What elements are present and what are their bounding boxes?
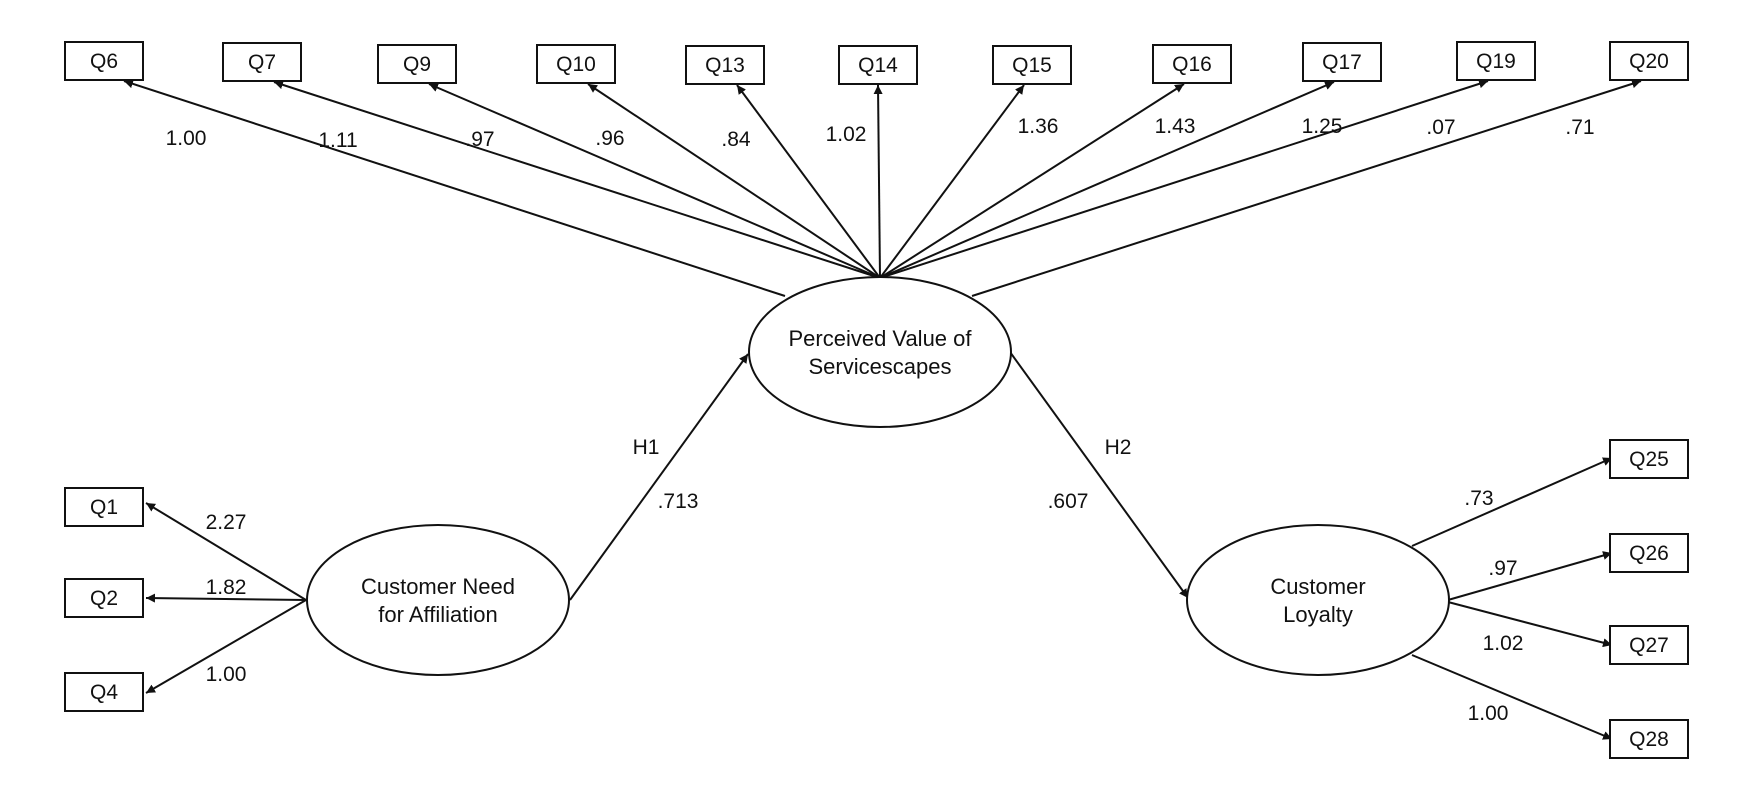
loading-q26: .97 <box>1488 557 1517 580</box>
loading-q19: .07 <box>1426 116 1455 139</box>
indicator-q26: Q26 <box>1609 533 1689 573</box>
latent-perceived-value-of-servicescapes: Perceived Value of Servicescapes <box>748 276 1012 428</box>
indicator-q16-label: Q16 <box>1172 53 1212 76</box>
indicator-q26-label: Q26 <box>1629 542 1669 565</box>
loading-q4: 1.00 <box>206 663 247 686</box>
loading-q28: 1.00 <box>1468 702 1509 725</box>
indicator-q6-label: Q6 <box>90 50 118 73</box>
latent-perceived-value-of-servicescapes-label-line-2: Servicescapes <box>808 354 951 379</box>
indicator-q27: Q27 <box>1609 625 1689 665</box>
loading-q7: 1.11 <box>318 129 357 152</box>
latent-customer-need-for-affiliation-label-line-1: Customer Need <box>361 574 515 599</box>
arrow-cl-q28 <box>1411 654 1613 740</box>
arrow-cna-q1 <box>145 502 307 601</box>
latent-customer-need-for-affiliation: Customer Need for Affiliation <box>306 524 570 676</box>
indicator-q2-label: Q2 <box>90 587 118 610</box>
arrow-cl-q25 <box>1411 457 1613 547</box>
indicator-q14: Q14 <box>838 45 918 85</box>
loading-q6: 1.00 <box>166 127 207 150</box>
path-h1-label: H1 <box>633 436 660 459</box>
indicator-q16: Q16 <box>1152 44 1232 84</box>
loading-q13: .84 <box>721 128 751 151</box>
arrow-pvs-q17 <box>879 81 1335 279</box>
indicator-q17: Q17 <box>1302 42 1382 82</box>
arrow-pvs-q14 <box>873 84 883 279</box>
indicator-q7-label: Q7 <box>248 51 276 74</box>
indicator-q1-label: Q1 <box>90 496 118 519</box>
indicator-q10: Q10 <box>536 44 616 84</box>
indicator-q28-label: Q28 <box>1629 728 1669 751</box>
loading-q14: 1.02 <box>826 123 867 146</box>
loading-q27: 1.02 <box>1483 632 1524 655</box>
arrow-pvs-q19 <box>879 79 1489 279</box>
latent-customer-loyalty-label-line-1: Customer <box>1270 574 1365 599</box>
indicator-q10-label: Q10 <box>556 53 596 76</box>
arrow-pvs-q13 <box>736 84 881 279</box>
indicator-q14-label: Q14 <box>858 54 898 77</box>
path-h2-coefficient: .607 <box>1048 490 1089 513</box>
arrow-cl-q27 <box>1447 601 1613 648</box>
arrow-pvs-q6 <box>123 79 786 297</box>
indicator-q15-label: Q15 <box>1012 54 1052 77</box>
indicator-q15: Q15 <box>992 45 1072 85</box>
indicator-q9-label: Q9 <box>403 53 431 76</box>
loading-q2: 1.82 <box>206 576 247 599</box>
arrow-h1 <box>569 353 749 601</box>
arrow-h2 <box>1009 351 1189 599</box>
indicator-q20: Q20 <box>1609 41 1689 81</box>
indicator-q4: Q4 <box>64 672 144 712</box>
arrow-pvs-q15 <box>879 84 1025 279</box>
indicator-q25-label: Q25 <box>1629 448 1669 471</box>
loading-q1: 2.27 <box>206 511 247 534</box>
latent-customer-need-for-affiliation-label-line-2: for Affiliation <box>378 602 497 627</box>
indicator-q19-label: Q19 <box>1476 50 1516 73</box>
arrow-cna-q4 <box>145 599 307 694</box>
indicator-q25: Q25 <box>1609 439 1689 479</box>
loading-q25: .73 <box>1464 487 1493 510</box>
latent-customer-loyalty-label-line-2: Loyalty <box>1283 602 1353 627</box>
indicator-q7: Q7 <box>222 42 302 82</box>
loading-q20: .71 <box>1565 116 1594 139</box>
indicator-q20-label: Q20 <box>1629 50 1669 73</box>
path-h1-coefficient: .713 <box>658 490 699 513</box>
path-h2-label: H2 <box>1105 436 1132 459</box>
arrow-pvs-q9 <box>428 83 881 279</box>
loading-q16: 1.43 <box>1155 115 1196 138</box>
arrow-pvs-q20 <box>971 79 1642 297</box>
indicator-q4-label: Q4 <box>90 681 118 704</box>
latent-perceived-value-of-servicescapes-label-line-1: Perceived Value of <box>788 326 972 351</box>
arrow-pvs-q7 <box>273 80 881 279</box>
arrow-pvs-q16 <box>879 83 1185 279</box>
indicator-q2: Q2 <box>64 578 144 618</box>
loading-q15: 1.36 <box>1018 115 1059 138</box>
arrow-cna-q2 <box>145 593 307 603</box>
loading-q9: .97 <box>465 128 494 151</box>
indicator-q19: Q19 <box>1456 41 1536 81</box>
indicator-q28: Q28 <box>1609 719 1689 759</box>
indicator-q13: Q13 <box>685 45 765 85</box>
loading-q10: .96 <box>595 127 624 150</box>
loading-q17: 1.25 <box>1302 115 1343 138</box>
arrow-cl-q26 <box>1447 551 1613 601</box>
indicator-q6: Q6 <box>64 41 144 81</box>
indicator-q27-label: Q27 <box>1629 634 1669 657</box>
indicator-q1: Q1 <box>64 487 144 527</box>
arrow-pvs-q10 <box>587 83 881 279</box>
indicator-q13-label: Q13 <box>705 54 745 77</box>
indicator-q17-label: Q17 <box>1322 51 1362 74</box>
indicator-q9: Q9 <box>377 44 457 84</box>
